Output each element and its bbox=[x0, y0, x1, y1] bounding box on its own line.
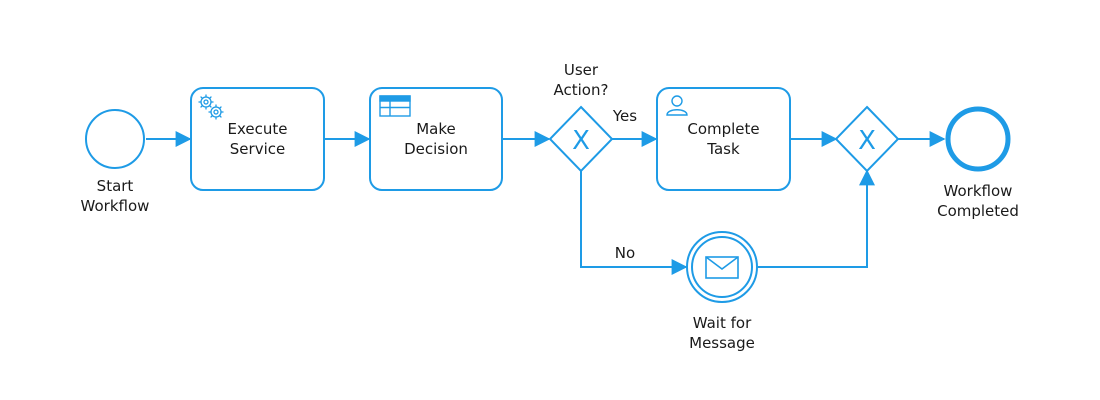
start-event[interactable] bbox=[85, 109, 145, 169]
gateway-split-symbol: X bbox=[572, 126, 590, 156]
message-event-label: Wait for Message bbox=[689, 314, 755, 352]
flow-no bbox=[580, 170, 688, 275]
envelope-icon bbox=[705, 256, 739, 279]
message-event[interactable] bbox=[686, 231, 758, 303]
flow-yes-label: Yes bbox=[612, 107, 638, 125]
flow-no-label: No bbox=[614, 244, 636, 262]
end-event[interactable] bbox=[945, 106, 1011, 172]
end-event-label: Workflow Completed bbox=[937, 182, 1019, 220]
gears-icon bbox=[198, 94, 224, 120]
gateway-user-action-label: User Action? bbox=[553, 61, 609, 99]
gateway-user-action[interactable] bbox=[548, 105, 614, 173]
message-event-inner-ring bbox=[691, 236, 753, 298]
gateway-join[interactable] bbox=[834, 105, 900, 173]
start-event-label: Start Workflow bbox=[80, 177, 150, 215]
task-execute-service[interactable] bbox=[190, 87, 325, 191]
table-icon bbox=[379, 95, 411, 117]
user-icon bbox=[666, 95, 688, 116]
gateway-join-symbol: X bbox=[858, 126, 876, 156]
task-execute-service-label: Execute Service bbox=[227, 120, 288, 158]
flow-message-to-join bbox=[758, 169, 875, 268]
task-complete-task-label: Complete Task bbox=[687, 120, 760, 158]
task-make-decision-label: Make Decision bbox=[404, 120, 468, 158]
task-complete-task[interactable] bbox=[656, 87, 791, 191]
